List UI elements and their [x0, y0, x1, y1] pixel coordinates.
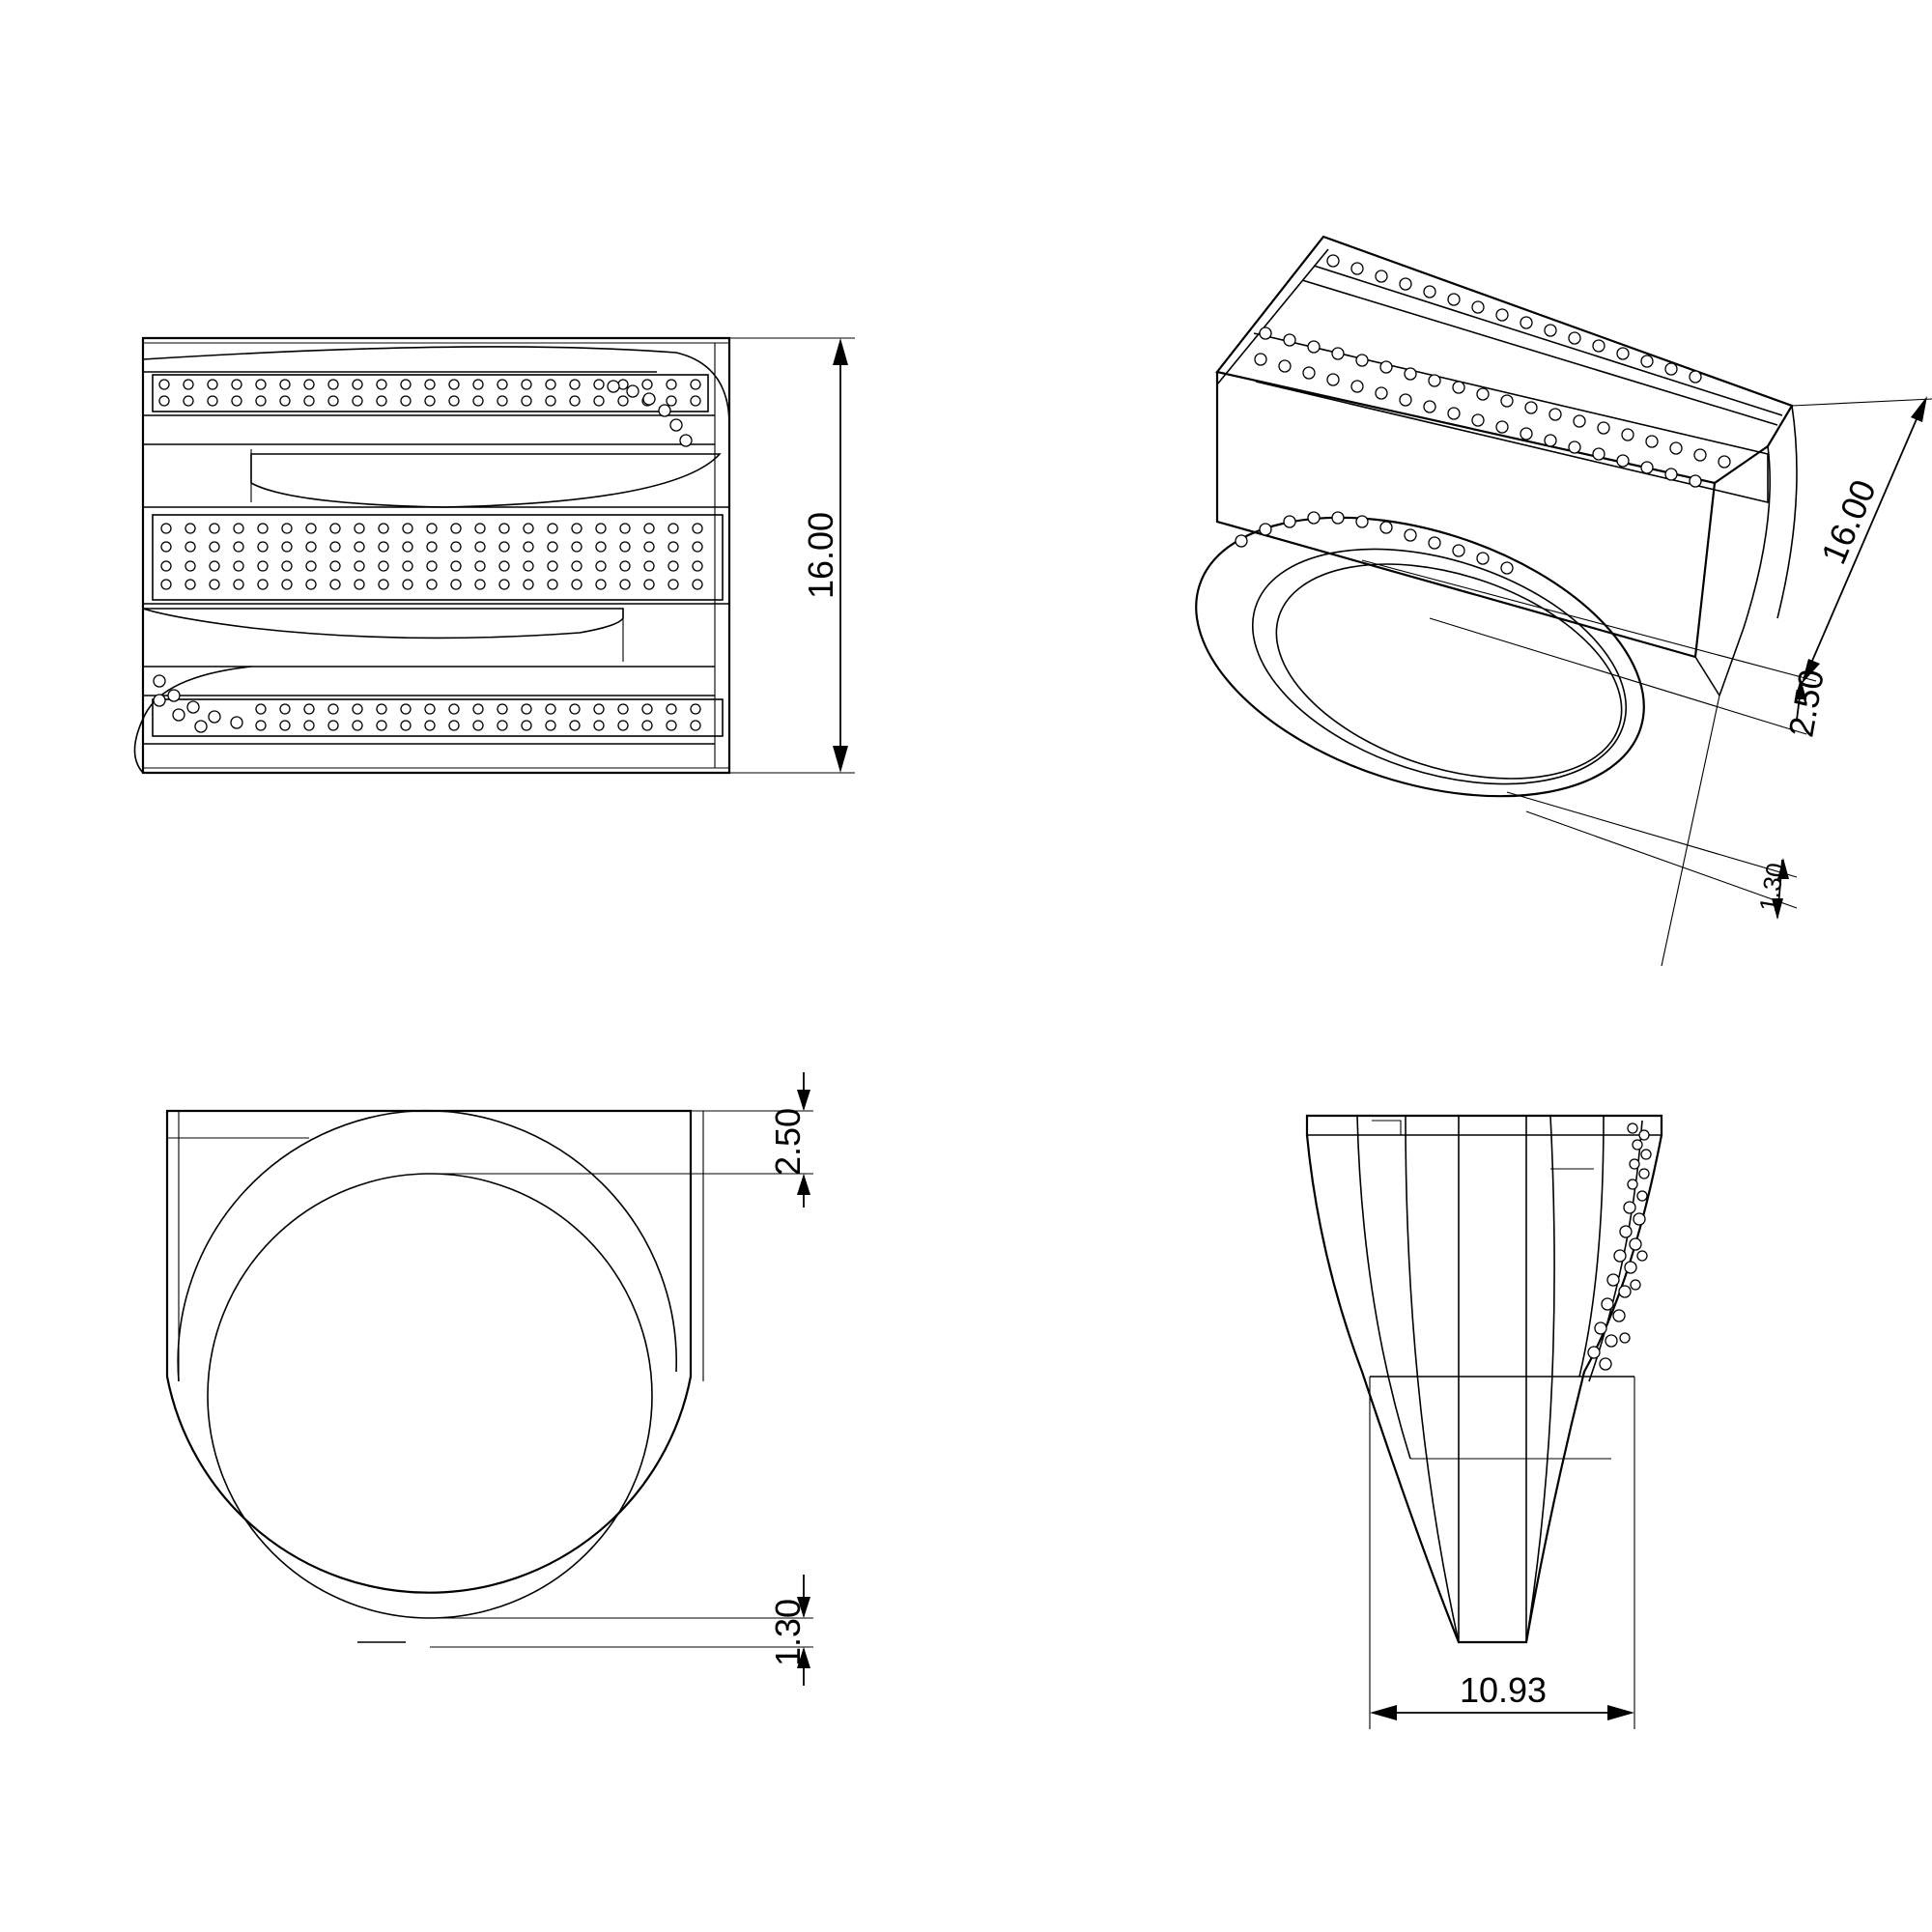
dim-label-side-top: 2.50	[768, 1108, 808, 1176]
top-view: 16.00	[133, 336, 855, 775]
dim-label-top-width: 16.00	[801, 512, 840, 599]
front-view: 10.93	[1305, 1114, 1663, 1729]
stone-row-bottom	[153, 674, 701, 733]
stone-band-middle	[160, 523, 703, 590]
dim-label-front-base: 10.93	[1460, 1670, 1547, 1710]
side-view: 2.50 1.30	[165, 1072, 813, 1686]
dim-label-iso-bottom: 1.30	[1753, 861, 1790, 914]
dim-label-iso-top: 2.50	[1780, 667, 1832, 740]
dim-label-side-bottom: 1.30	[768, 1599, 808, 1666]
front-stones	[1587, 1122, 1652, 1371]
stone-row-top	[158, 379, 701, 407]
dim-front-base	[1369, 1377, 1635, 1729]
iso-stones	[1235, 254, 1731, 575]
dim-top-width	[729, 337, 855, 774]
isometric-view: 16.00 2.50 1.30	[1195, 235, 1932, 967]
stone-curve-right	[607, 380, 693, 447]
dim-side	[430, 1072, 813, 1686]
dim-iso	[1361, 396, 1932, 967]
